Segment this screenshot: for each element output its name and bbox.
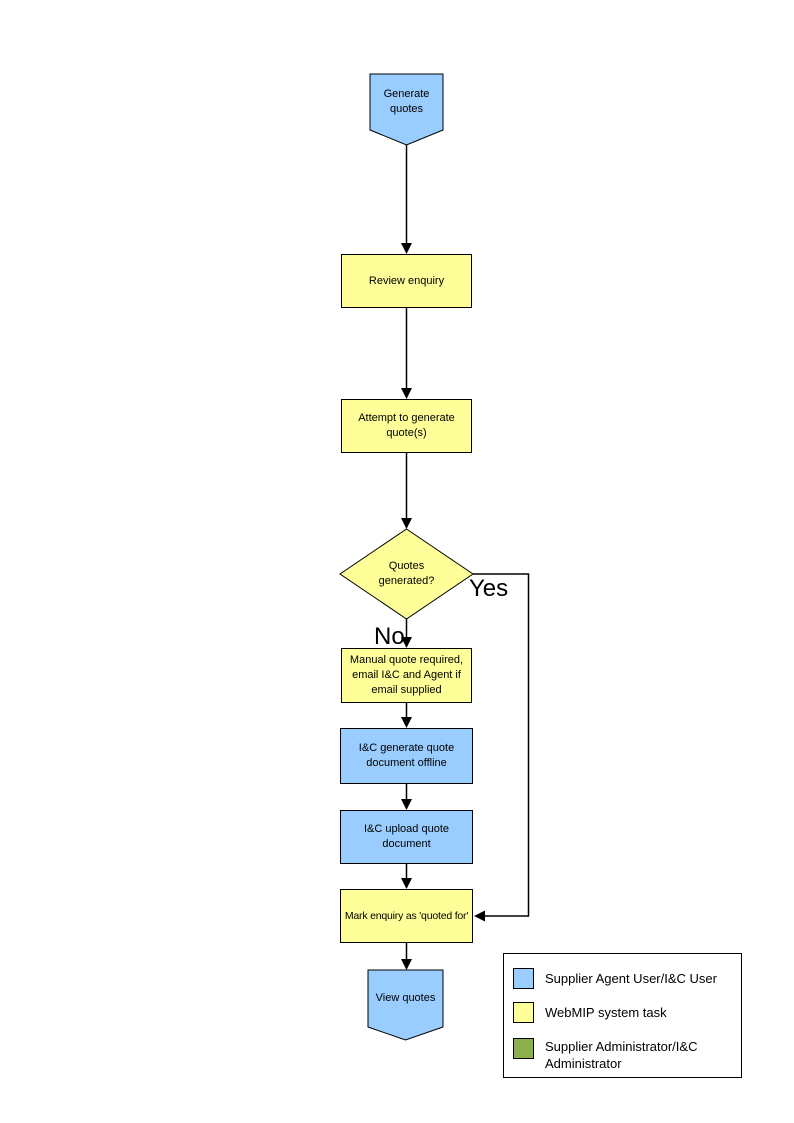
arrowhead-attempt-to-decision [401,518,412,529]
process-review-enquiry: Review enquiry [341,254,472,308]
arrowhead-decision-to-manual [401,637,412,648]
legend-swatch-blue [513,968,534,989]
arrowhead-mark-to-end [401,959,412,970]
legend-label: WebMIP system task [545,1005,667,1020]
arrowhead-decision-yes-to-mark [474,910,485,922]
arrowhead-offline-to-upload [401,799,412,810]
arrowhead-upload-to-mark [401,878,412,889]
process-manual-quote-required: Manual quote required, email I&C and Age… [341,648,472,703]
edge-label-yes: Yes [469,575,509,602]
process-ic-upload-quote-document: I&C upload quote document [340,810,473,864]
legend-swatch-green [513,1038,534,1059]
start-node-shape [369,73,444,146]
edge-label-no: No [374,623,405,650]
process-ic-generate-quote-offline: I&C generate quote document offline [340,728,473,784]
arrowhead-start-to-review [401,243,412,254]
legend-item-webmip-task: WebMIP system task [513,1002,667,1023]
arrow-decision-yes-to-mark [473,573,530,917]
legend-item-supplier-administrator: Supplier Administrator/I&C Administrator [513,1038,737,1072]
process-attempt-generate-quotes: Attempt to generate quote(s) [341,399,472,453]
process-mark-enquiry-quoted-for: Mark enquiry as 'quoted for' [340,889,473,943]
decision-node-shape [339,528,474,620]
arrowhead-manual-to-offline [401,717,412,728]
legend-label: Supplier Agent User/I&C User [545,971,717,986]
legend-item-supplier-agent: Supplier Agent User/I&C User [513,968,717,989]
arrowhead-review-to-attempt [401,388,412,399]
legend-label: Supplier Administrator/I&C Administrator [545,1039,698,1071]
legend-box: Supplier Agent User/I&C User WebMIP syst… [503,953,742,1078]
legend-swatch-yellow [513,1002,534,1023]
end-node-shape [367,969,444,1041]
